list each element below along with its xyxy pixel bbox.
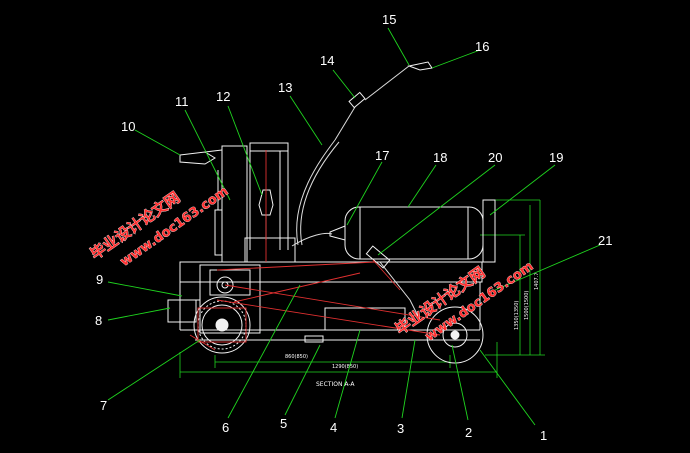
callout-3: 3 — [397, 421, 404, 436]
callout-2: 2 — [465, 425, 472, 440]
dim-inner-width: 860(850) — [285, 354, 308, 360]
callout-6: 6 — [222, 420, 229, 435]
callout-20: 20 — [488, 150, 502, 165]
dim-height-2: 1500(1500) — [524, 291, 530, 320]
callout-5: 5 — [280, 416, 287, 431]
drive-sprocket — [216, 276, 234, 294]
callout-10: 10 — [121, 119, 135, 134]
dim-height-1: 1350(1350) — [514, 301, 520, 330]
callout-12: 12 — [216, 89, 230, 104]
rear-wheel — [193, 296, 251, 354]
callout-labels: 1 2 3 4 5 6 7 8 9 10 11 12 13 14 15 16 1… — [95, 12, 612, 443]
callout-19: 19 — [549, 150, 563, 165]
watermark-2: 毕业设计论文网 www.doc163.com — [392, 259, 537, 346]
leader-lines — [107, 27, 601, 426]
callout-9: 9 — [96, 272, 103, 287]
callout-8: 8 — [95, 313, 102, 328]
watermark-1: 毕业设计论文网 www.doc163.com — [87, 184, 232, 271]
callout-17: 17 — [375, 148, 389, 163]
callout-11: 11 — [175, 94, 189, 109]
section-label: SECTION A-A — [316, 381, 355, 388]
hoses — [291, 65, 421, 321]
callout-21: 21 — [598, 233, 612, 248]
callout-1: 1 — [540, 428, 547, 443]
callout-18: 18 — [433, 150, 447, 165]
callout-14: 14 — [320, 53, 334, 68]
red-lines — [189, 150, 441, 351]
dimension-lines — [179, 199, 545, 378]
callout-13: 13 — [278, 80, 292, 95]
callout-15: 15 — [382, 12, 396, 27]
callout-16: 16 — [475, 39, 489, 54]
front-wheel — [426, 306, 484, 364]
callout-4: 4 — [330, 420, 337, 435]
dim-outer-width: 1290(850) — [332, 364, 358, 370]
callout-7: 7 — [100, 398, 107, 413]
dim-height-3: 1407.7 — [534, 273, 540, 291]
